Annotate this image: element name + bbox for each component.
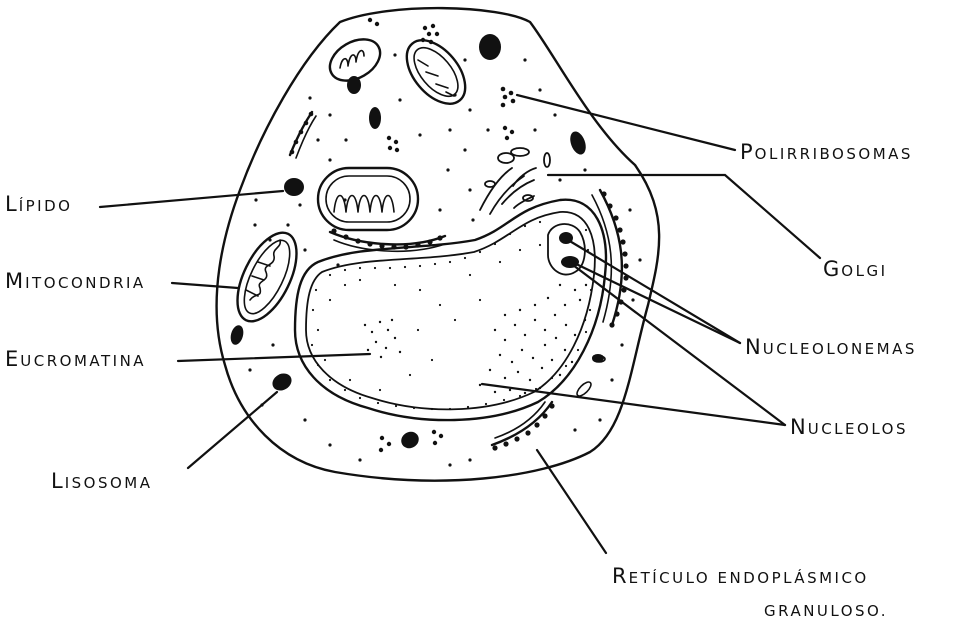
- nuclear-envelope-outer: [295, 200, 606, 420]
- leader-reticulo: [537, 450, 606, 553]
- lipid-droplet: [347, 76, 361, 94]
- lysosome: [269, 370, 294, 394]
- label-nucleolonemas: NUCLEOLONEMAS: [745, 337, 917, 358]
- leader-lisosoma: [188, 392, 277, 468]
- lipid-droplet: [284, 178, 304, 196]
- dense-body: [398, 429, 422, 452]
- lipid-droplet: [369, 107, 381, 129]
- mitochondrion-top-right: [395, 30, 476, 115]
- vesicle: [575, 380, 593, 398]
- leader-mitocondria: [172, 283, 238, 288]
- label-reticulo-endoplasmico: RETÍCULO ENDOPLÁSMICO: [612, 566, 869, 587]
- label-polirribosomas: POLIRRIBOSOMAS: [740, 142, 913, 163]
- label-eucromatina: EUCROMATINA: [5, 349, 146, 370]
- leader-eucromatina: [178, 354, 370, 361]
- mitochondrion-center: [318, 168, 418, 230]
- label-lipido: LÍPIDO: [5, 194, 72, 215]
- label-granuloso: GRANULOSO.: [764, 604, 888, 619]
- lipid-droplet: [567, 129, 588, 156]
- label-lisosoma: LISOSOMA: [51, 471, 153, 492]
- leader-polirribosomas: [517, 95, 735, 150]
- leader-golgi: [548, 175, 820, 258]
- dense-body: [592, 354, 604, 362]
- polyribosomes: [248, 18, 641, 467]
- dense-body: [229, 324, 246, 346]
- label-nucleolos: NUCLEOLOS: [790, 417, 908, 438]
- label-mitocondria: MITOCONDRIA: [5, 271, 146, 292]
- ribosomes: [290, 112, 629, 451]
- label-golgi: GOLGI: [823, 259, 888, 280]
- lipid-droplet: [479, 34, 501, 60]
- chromatin-stipple: [311, 221, 592, 410]
